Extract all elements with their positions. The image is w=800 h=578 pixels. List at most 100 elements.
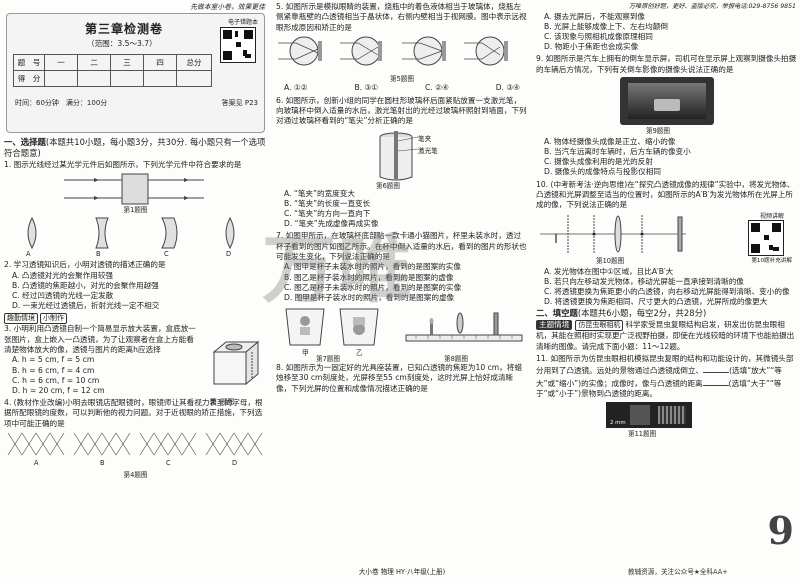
- q8-fig-caption: 第8题图: [444, 354, 468, 363]
- q4-option-a[interactable]: A: [34, 459, 39, 467]
- q7-fig-caption: 第7题图: [316, 354, 340, 363]
- q11-blank-1[interactable]: [703, 364, 730, 374]
- q6-figure: 笔夹 激光笔 第6题图: [276, 127, 528, 190]
- q2-option-a[interactable]: A. 凸透镜对光的会聚作用较强: [12, 270, 114, 280]
- q5-option-c[interactable]: C. ②④: [425, 83, 449, 93]
- q2-option-c[interactable]: C. 经过凹透镜的光线一定发散: [12, 291, 114, 300]
- q7-option-b[interactable]: B. 图乙是杯子装水时的照片，看到的是图案的虚像: [284, 272, 454, 282]
- q6-option-c[interactable]: C. “笔夹”的方向一直向下: [284, 209, 371, 219]
- theme-tag: 主题情境: [536, 320, 573, 331]
- q5-option-b[interactable]: B. ③①: [354, 83, 379, 93]
- q8-option-a[interactable]: A. 摄去光屏后，不能观察到像: [544, 12, 646, 21]
- q4-option-c[interactable]: C: [166, 459, 171, 467]
- score-cell[interactable]: [176, 70, 212, 87]
- q6-label-laser: 激光笔: [418, 146, 438, 155]
- q11-blank-2[interactable]: [702, 377, 729, 386]
- q4-option-d[interactable]: D: [232, 459, 238, 467]
- q2-option-d[interactable]: D. 一束光经过透镜后，折射光线一定不相交: [12, 301, 160, 311]
- score-cell[interactable]: [77, 70, 111, 87]
- q10-option-d[interactable]: D. 将透镜更换为焦距相同、尺寸更大的凸透镜，光屏所成的像更大: [544, 297, 768, 307]
- q7-cups-figure: [285, 308, 379, 346]
- answer-ref[interactable]: 答案见 P23: [221, 99, 258, 107]
- q7-option-d[interactable]: D. 图甲是杯子装水时的照片，看到的是图案的虚像: [284, 292, 455, 302]
- qr-label: 电子错题本: [227, 19, 258, 26]
- score-cell[interactable]: [44, 70, 78, 87]
- q11-text: 11. 如图所示为仿昆虫眼相机模拟昆虫复眼的结构和功能设计的，其微镜头部分用到了…: [536, 353, 794, 376]
- q11-camera-photo: [606, 401, 692, 428]
- q10-option-a[interactable]: A. 发光物体在图中①区域，且比A′B′大: [544, 266, 674, 276]
- q10-option-c[interactable]: C. 将透镜更换为焦距更小的凸透镜，向右移动光屏能得到清晰、变小的像: [544, 286, 790, 296]
- q5-option-a[interactable]: A. ①②: [284, 83, 308, 93]
- footer-center: 大小卷 物理 HY·八年级(上册): [358, 568, 446, 576]
- q1-text: 1. 图示光线经过某光学元件后如图所示，下列光学元件中符合要求的是: [4, 160, 242, 169]
- score-cell[interactable]: [110, 70, 144, 87]
- q11-opt1: (选填“放大”“等大”或“缩小”)的实像；成像时，像与凸透镜的距离: [536, 366, 782, 388]
- q1-option-a[interactable]: A: [26, 250, 31, 259]
- score-header-0: 题 号: [13, 54, 45, 71]
- q8-bench-figure: [405, 312, 523, 342]
- q10-text: 10. (中考新考法·逆向思维)在“探究凸透镜成像的规律”实验中，将发光物体、凸…: [536, 179, 795, 210]
- q6-fig-caption: 第6题图: [376, 181, 400, 190]
- score-table: 题 号 一 二 三 四 总分 得 分: [13, 54, 212, 87]
- q5-option-d[interactable]: D. ③④: [495, 83, 520, 93]
- section1-instructions: (本题共10小题，每小题3分，共30分. 每小题只有一个选项符合题意): [4, 137, 266, 158]
- q1-option-c[interactable]: C: [164, 250, 169, 259]
- q7-option-c[interactable]: C. 图乙是杯子未装水时的照片，看到的是图案的实像: [284, 282, 462, 292]
- q3-option-c[interactable]: C. h = 6 cm, f = 10 cm: [12, 375, 100, 385]
- q6-option-a[interactable]: A. “笔夹”的宽度变大: [284, 188, 355, 198]
- q10-qr-code-icon[interactable]: [748, 219, 784, 256]
- page-number: 9: [767, 508, 794, 553]
- exam-range: （范围：3.5～3.7）: [87, 39, 157, 48]
- q3-option-a[interactable]: A. h = 5 cm, f = 5 cm: [12, 355, 95, 365]
- q11-opt2: (选填“大于”“等于”或“小于”)景物到凸透镜的距离。: [536, 378, 782, 399]
- q1-lens-diagram: [64, 173, 204, 205]
- q3-option-d[interactable]: D. h = 20 cm, f = 12 cm: [12, 385, 105, 395]
- q8-text: 8. 如图所示为一固定好的光具座装置，已知凸透镜的焦距为10 cm，将蜡烛移至3…: [276, 362, 522, 393]
- q1-option-lenses: [27, 217, 235, 250]
- q9-option-a[interactable]: A. 物体经摄像头成像是正立、缩小的像: [544, 137, 676, 147]
- q11-figure: 2 mm 第11题图: [536, 400, 798, 440]
- q8-option-b[interactable]: B. 光屏上能够成像上下、左右均颠倒: [544, 22, 668, 32]
- q11-block: 11. 如图所示为仿昆虫眼相机模拟昆虫复眼的结构和功能设计的，其微镜头部分用到了…: [536, 354, 798, 400]
- q2-option-b[interactable]: B. 凸透镜的焦距越小，对光的会聚作用越强: [12, 280, 159, 290]
- q10-qr-sub: 第10题补充讲解: [751, 257, 792, 264]
- column-right: 万唯原创好题，更好、盗版必究，举报电话:029-8756 9851 A. 摄去光…: [536, 0, 798, 578]
- q1-fig-caption: 第1题图: [123, 206, 148, 215]
- q5-text: 5. 如图所示是模拟眼睛的装置，烧瓶中的着色液体相当于玻璃体，烧瓶左侧紧靠瓶壁的…: [276, 2, 527, 32]
- score-header-5: 总分: [176, 54, 212, 71]
- footer-right-note: 教辅资源，关注公众号★全科AA+: [628, 568, 728, 576]
- q1-figure: 第1题图: [4, 170, 267, 216]
- q1-option-b[interactable]: B: [96, 250, 101, 259]
- score-cell[interactable]: [143, 70, 177, 87]
- q5-flask-diagrams: [278, 36, 508, 66]
- q9-option-b[interactable]: B. 当汽车远离时车辆时，后方车辆的像变小: [544, 147, 691, 157]
- q8-option-c[interactable]: C. 该现象与照相机成像原理相同: [544, 32, 653, 42]
- header-contact-strip: 万唯原创好题，更好、盗版必究，举报电话:029-8756 9851: [536, 0, 798, 12]
- q4-eye-diagrams: [7, 432, 263, 456]
- q3-fig-caption: 第3题图: [210, 398, 234, 407]
- score-header-1: 一: [44, 54, 78, 71]
- section2-instructions: (本题共6小题，每空2分，共28分): [577, 308, 707, 319]
- q9-screen-photo: [620, 77, 714, 126]
- header-contact: 万唯原创好题，更好、盗版必究，举报电话:029-8756 9851: [628, 3, 796, 10]
- q5-options: A. ①② B. ③① C. ②④ D. ③④: [276, 83, 528, 93]
- q9-option-d[interactable]: D. 摄像头的成像特点与投影仪相同: [544, 167, 661, 177]
- q9-text: 9. 如图所示是汽车上拥有的倒车显示屏，司机可在显示屏上观察到摄像头拍摄的车辆后…: [536, 54, 797, 74]
- q1-option-d[interactable]: D: [226, 250, 232, 259]
- q3-tag-make: 小制作: [40, 313, 67, 325]
- q3-option-b[interactable]: B. h = 6 cm, f = 4 cm: [12, 365, 95, 375]
- q5-figure: [276, 33, 528, 75]
- q4-option-b[interactable]: B: [100, 459, 105, 467]
- column-left: 先做本室小卷，效果更佳 第三章检测卷 （范围：3.5～3.7） 题 号 一 二 …: [4, 0, 267, 578]
- q7-label-a: 甲: [302, 348, 309, 357]
- q7-option-a[interactable]: A. 图甲是杯子未装水时的照片，看到的是图案的实像: [284, 262, 461, 272]
- score-header-3: 三: [110, 54, 144, 71]
- q6-option-b[interactable]: B. “笔夹”的长度一直变长: [284, 198, 371, 208]
- q6-option-d[interactable]: D. “笔夹”先成虚像再成实像: [284, 219, 379, 229]
- q9-option-c[interactable]: C. 摄像头成像利用的是光的反射: [544, 157, 653, 167]
- qr-code-icon[interactable]: [220, 27, 256, 63]
- section2-block: 二、填空题(本题共6小题，每空2分，共28分): [536, 308, 798, 319]
- q8-option-d[interactable]: D. 物距小于焦距也会成实像: [544, 42, 639, 52]
- q10-option-b[interactable]: B. 若只向左移动发光物体，移动光屏能一直承接到清晰的像: [544, 276, 744, 286]
